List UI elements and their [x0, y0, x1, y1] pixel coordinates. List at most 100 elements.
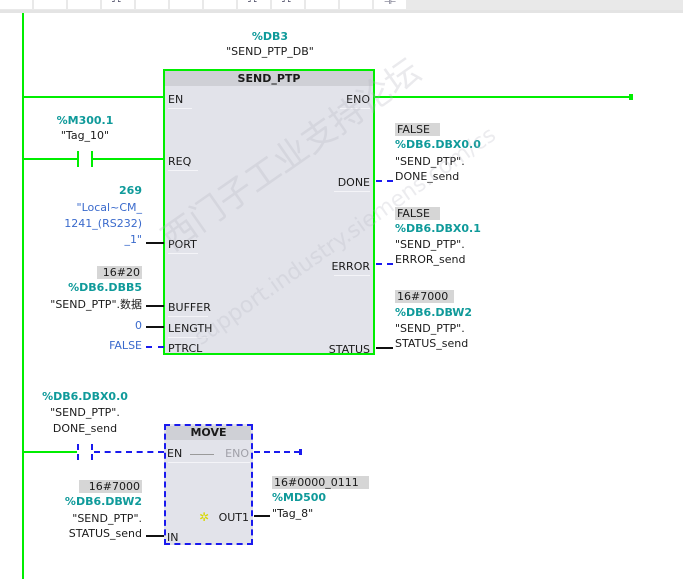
contact-icon: ┘└ [112, 0, 121, 6]
move-en-wire [94, 451, 164, 453]
status-value: 16#7000 [395, 290, 455, 303]
move-contact-name-line2[interactable]: DONE_send [52, 422, 118, 435]
move-in-name-line2[interactable]: STATUS_send [68, 527, 142, 540]
pin-underline [168, 253, 198, 254]
pin-underline [168, 462, 250, 463]
req-contact-right-bar[interactable] [91, 151, 93, 167]
toolbar-button[interactable] [136, 0, 168, 9]
toolbar-contact-button[interactable]: ┘└ [102, 0, 134, 9]
status-wire [376, 347, 393, 349]
toolbar-button[interactable] [204, 0, 236, 9]
toolbar-coil-button[interactable]: ⊣⊢ [374, 0, 406, 9]
error-value-cell: FALSE [395, 206, 440, 221]
port-name-line1[interactable]: "Local~CM_ [76, 201, 142, 214]
pin-length: LENGTH [168, 322, 213, 335]
pin-eno: ENO [346, 93, 370, 106]
power-rail [22, 13, 24, 579]
move-contact-name-line1[interactable]: "SEND_PTP". [50, 406, 120, 419]
toolbar-button[interactable] [170, 0, 202, 9]
toolbar-contact-button[interactable]: ┘└ [238, 0, 270, 9]
eno-wire-end [629, 94, 633, 100]
move-pin-out1: OUT1 [218, 511, 249, 524]
status-name-line1[interactable]: "SEND_PTP". [395, 322, 465, 335]
contact-icon: ┘└ [248, 0, 257, 6]
move-out-name[interactable]: "Tag_8" [272, 507, 314, 520]
move-in-wire [146, 535, 164, 537]
move-out-value: 16#0000_0111 [272, 476, 369, 489]
pin-underline [168, 170, 198, 171]
pin-done: DONE [337, 176, 370, 189]
pin-underline [340, 108, 370, 109]
send-ptp-block[interactable]: SEND_PTP EN REQ PORT BUFFER LENGTH PTRCL… [163, 69, 375, 356]
toolbar-button[interactable] [340, 0, 372, 9]
done-wire [376, 180, 393, 182]
buffer-name[interactable]: "SEND_PTP".数据 [50, 298, 142, 311]
instance-db-name[interactable]: "SEND_PTP_DB" [226, 45, 314, 58]
port-value: 269 [119, 184, 142, 197]
length-value[interactable]: 0 [135, 319, 142, 332]
pin-buffer: BUFFER [168, 301, 211, 314]
eno-wire [375, 96, 631, 98]
error-wire [376, 263, 393, 265]
buffer-address: %DB6.DBB5 [68, 281, 142, 294]
move-contact-wire-left [23, 451, 77, 453]
move-contact-right-bar[interactable] [91, 444, 93, 460]
error-value: FALSE [395, 207, 440, 220]
pin-port: PORT [168, 238, 197, 251]
move-in-value: 16#7000 [78, 480, 142, 493]
buffer-value: 16#20 [96, 266, 142, 279]
coil-icon: ⊣⊢ [384, 0, 397, 6]
error-name-line1[interactable]: "SEND_PTP". [395, 238, 465, 251]
req-wire-left [23, 158, 77, 160]
toolbar-button[interactable] [34, 0, 66, 9]
add-output-star-icon[interactable]: ✲ [199, 510, 210, 524]
pin-ptrcl: PTRCL [168, 342, 203, 355]
port-name-line2[interactable]: 1241_(RS232) [64, 217, 142, 230]
move-out-value-cell: 16#0000_0111 [272, 475, 369, 490]
move-eno-wire-end [299, 449, 302, 455]
move-block[interactable]: MOVE EN ENO OUT1 ✲ IN [164, 424, 253, 545]
pin-en: EN [168, 93, 184, 106]
status-name-line2[interactable]: STATUS_send [395, 337, 469, 350]
req-contact-left-bar[interactable] [77, 151, 79, 167]
done-value: FALSE [395, 123, 440, 136]
error-address: %DB6.DBX0.1 [395, 222, 481, 235]
pin-req: REQ [168, 155, 192, 168]
req-wire-right [93, 158, 164, 160]
port-name-line3[interactable]: _1" [124, 233, 142, 246]
move-out-wire [254, 515, 270, 517]
move-en-eno-link [190, 454, 214, 455]
pin-underline [334, 275, 370, 276]
req-contact-name[interactable]: "Tag_10" [60, 129, 110, 142]
status-address: %DB6.DBW2 [395, 306, 473, 319]
move-block-title: MOVE [166, 426, 251, 440]
send-ptp-block-title: SEND_PTP [165, 71, 373, 86]
move-in-value-cell: 16#7000 [40, 479, 142, 494]
toolbar-contact-button[interactable]: ┘└ [272, 0, 304, 9]
move-in-address: %DB6.DBW2 [64, 495, 142, 508]
pin-status: STATUS [328, 343, 370, 356]
move-pin-in: IN [167, 531, 179, 544]
buffer-wire [146, 305, 164, 307]
pin-underline [168, 337, 208, 338]
toolbar-button[interactable] [68, 0, 100, 9]
done-name-line1[interactable]: "SEND_PTP". [395, 155, 465, 168]
done-value-cell: FALSE [395, 122, 440, 137]
done-name-line2[interactable]: DONE_send [395, 170, 460, 183]
ptrcl-value[interactable]: FALSE [109, 339, 142, 352]
instance-db-address: %DB3 [251, 30, 289, 43]
error-name-line2[interactable]: ERROR_send [395, 253, 466, 266]
toolbar-button[interactable] [306, 0, 338, 9]
move-pin-eno: ENO [225, 447, 249, 460]
toolbar-button[interactable] [0, 0, 32, 9]
pin-error: ERROR [331, 260, 370, 273]
move-in-name-line1[interactable]: "SEND_PTP". [72, 512, 142, 525]
buffer-value-cell: 16#20 [60, 265, 142, 280]
move-contact-left-bar[interactable] [77, 444, 79, 460]
toolbar-separator [0, 10, 683, 13]
move-out-address: %MD500 [272, 491, 327, 504]
move-contact-address: %DB6.DBX0.0 [42, 390, 128, 403]
en-wire [23, 96, 164, 98]
status-value-cell: 16#7000 [395, 289, 455, 304]
toolbar: ┘└ ┘└ ┘└ ⊣⊢ [0, 0, 683, 10]
